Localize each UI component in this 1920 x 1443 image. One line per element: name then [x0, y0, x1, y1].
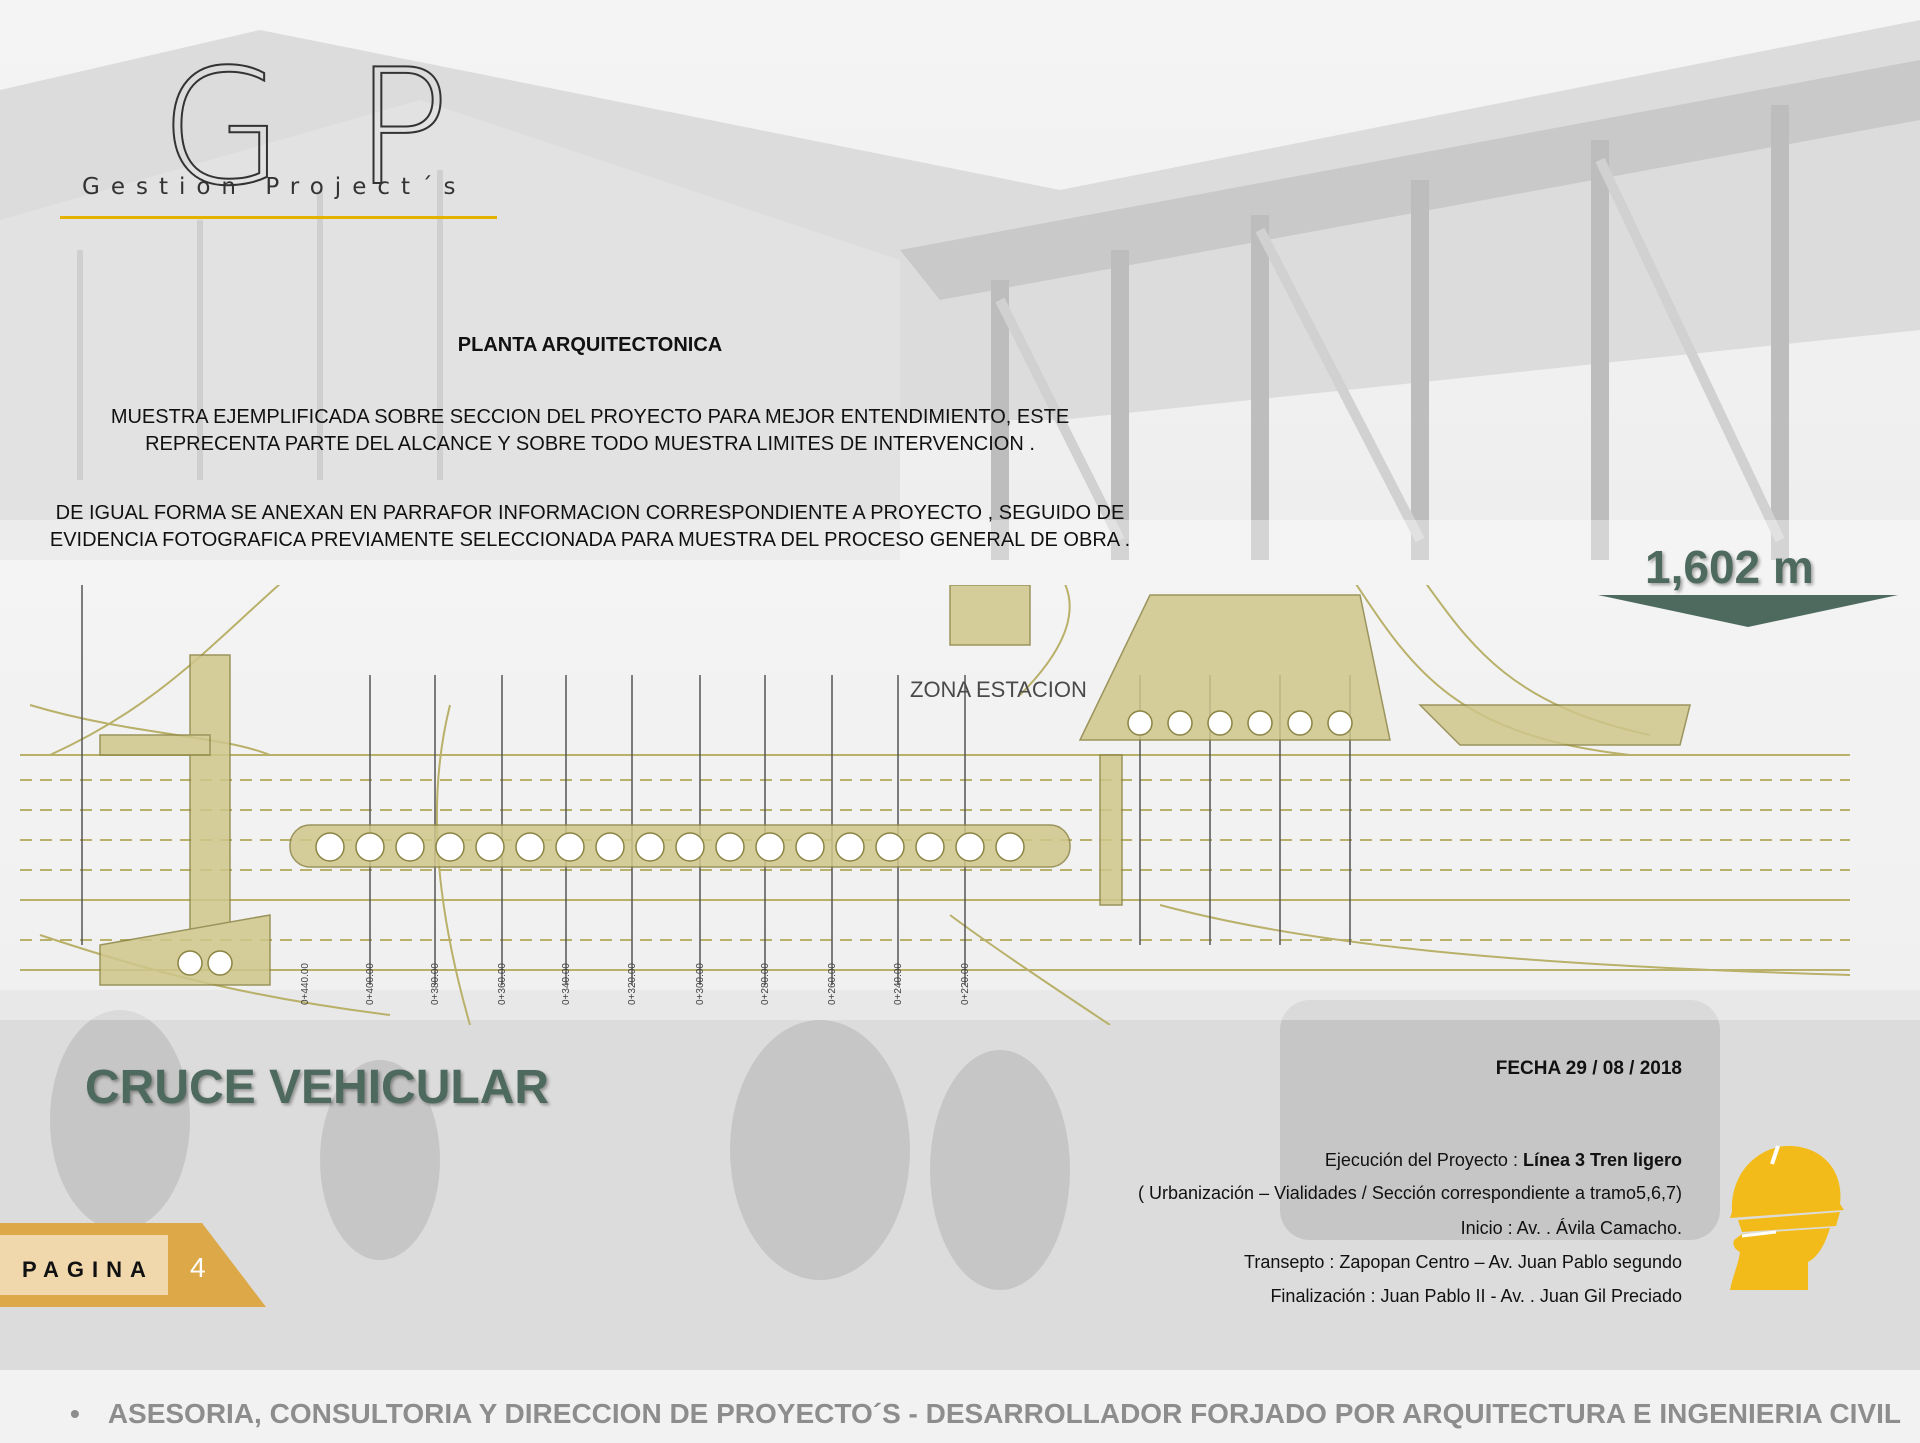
page-tag-shape [0, 1223, 266, 1307]
chainage-label: 0+300.00 [695, 963, 706, 1005]
length-label: 1,602 m [1645, 541, 1814, 593]
project-execution-label: Ejecución del Proyecto : [1324, 1150, 1523, 1170]
project-end: Finalización : Juan Pablo II - Av. . Jua… [1270, 1286, 1682, 1306]
project-execution-row: Ejecución del Proyecto : Línea 3 Tren li… [1122, 1143, 1682, 1177]
company-logo: GP Gestion Project´s [60, 47, 510, 228]
length-arrow-icon [1598, 595, 1898, 627]
chainage-label: 0+380.00 [430, 963, 441, 1005]
project-scope: ( Urbanización – Vialidades / Sección co… [1138, 1183, 1682, 1203]
chainage-label: 0+360.00 [497, 963, 508, 1005]
page-number: 4 [190, 1252, 206, 1283]
footer-tagline: • ASESORIA, CONSULTORIA Y DIRECCION DE PR… [70, 1398, 1901, 1430]
page-heading: PLANTA ARQUITECTONICA [457, 334, 723, 356]
project-start: Inicio : Av. . Ávila Camacho. [1460, 1218, 1682, 1238]
description-paragraph-2: DE IGUAL FORMA SE ANEXAN EN PARRAFOR INF… [49, 502, 1131, 551]
chainage-label: 0+220.00 [960, 963, 971, 1005]
project-transept: Transepto : Zapopan Centro – Av. Juan Pa… [1244, 1252, 1682, 1272]
chainage-label: 0+280.00 [760, 963, 771, 1005]
section-title: CRUCE VEHICULAR [85, 1061, 550, 1114]
chainage-label: 0+260.00 [827, 963, 838, 1005]
architectural-plan-drawing: ZONA ESTACION 0+440.00 0+400.00 0+380.00… [20, 585, 1851, 1025]
description-paragraph-1: MUESTRA EJEMPLIFICADA SOBRE SECCION DEL … [110, 406, 1070, 455]
chainage-label: 0+340.00 [561, 963, 572, 1005]
chainage-label: 0+240.00 [893, 963, 904, 1005]
logo-monogram: GP [159, 34, 521, 221]
footer-bullet: • [70, 1398, 80, 1429]
chainage-label: 0+400.00 [365, 963, 376, 1005]
project-execution-value: Línea 3 Tren ligero [1522, 1150, 1682, 1170]
chainage-label: 0+440.00 [300, 963, 311, 1005]
page-label: PAGINA [22, 1257, 154, 1282]
footer-text: ASESORIA, CONSULTORIA Y DIRECCION DE PRO… [107, 1398, 1901, 1429]
logo-underline [60, 216, 497, 219]
project-info: Ejecución del Proyecto : Línea 3 Tren li… [1122, 1143, 1682, 1313]
zone-station-label: ZONA ESTACION [910, 677, 1087, 702]
date-label: FECHA 29 / 08 / 2018 [1495, 1058, 1682, 1079]
hard-hat-worker-icon [1730, 1145, 1844, 1290]
logo-company-name: Gestion Project´s [82, 174, 467, 200]
chainage-label: 0+320.00 [627, 963, 638, 1005]
